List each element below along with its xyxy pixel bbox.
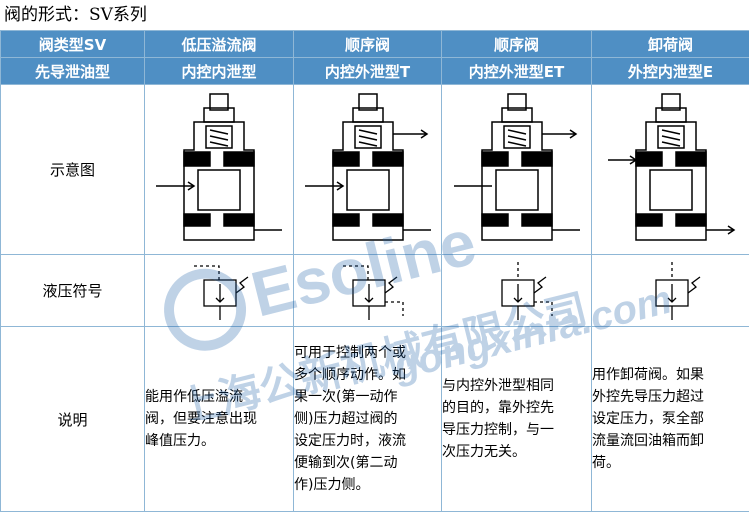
valve-section-diagram — [607, 92, 735, 241]
header-row-type: 阀类型SV 低压溢流阀 顺序阀 顺序阀 卸荷阀 — [0, 30, 749, 58]
header-cell: 顺序阀 — [293, 30, 442, 58]
header-cell: 顺序阀 — [441, 30, 592, 58]
header-cell: 阀类型SV — [0, 30, 145, 58]
row-label-diagram: 示意图 — [0, 84, 145, 255]
diagram-cell — [441, 84, 592, 255]
header-cell: 内控内泄型 — [144, 57, 294, 85]
description-cell: 能用作低压溢流 阀，但要注意出现 峰值压力。 — [144, 326, 294, 512]
header-cell: 卸荷阀 — [591, 30, 749, 58]
hydraulic-symbol — [500, 261, 553, 320]
description-cell: 与内控外泄型相同 的目的，靠外控先 导压力控制，与一 次压力无关。 — [441, 326, 592, 512]
symbol-cell — [144, 254, 294, 327]
row-label-symbol: 液压符号 — [0, 254, 145, 327]
row-label-description: 说明 — [0, 326, 145, 512]
header-cell: 内控外泄型T — [293, 57, 442, 85]
symbol-cell — [591, 254, 749, 327]
symbol-cell — [293, 254, 442, 327]
description-row: 说明 能用作低压溢流 阀，但要注意出现 峰值压力。 可用于控制两个或 多个顺序动… — [0, 326, 749, 512]
hydraulic-symbol — [654, 261, 700, 320]
diagram-row: 示意图 — [0, 84, 749, 255]
hydraulic-symbol — [194, 264, 249, 320]
header-cell: 低压溢流阀 — [144, 30, 294, 58]
valve-section-diagram — [453, 92, 580, 241]
diagram-cell — [591, 84, 749, 255]
valve-section-diagram — [156, 92, 282, 241]
valve-section-diagram — [304, 92, 431, 241]
header-cell: 内控外泄型ET — [441, 57, 592, 85]
valve-spec-table: 阀类型SV 低压溢流阀 顺序阀 顺序阀 卸荷阀 先导泄油型 内控内泄型 内控外泄… — [0, 30, 749, 512]
symbol-row: 液压符号 — [0, 254, 749, 327]
diagram-cell — [144, 84, 294, 255]
symbol-cell — [441, 254, 592, 327]
page-title: 阀的形式：SV系列 — [4, 5, 147, 25]
diagram-cell — [293, 84, 442, 255]
header-cell: 先导泄油型 — [0, 57, 145, 85]
description-cell: 可用于控制两个或 多个顺序动作。如 果一次(第一动作 侧)压力超过阀的 设定压力… — [293, 326, 442, 512]
description-cell: 用作卸荷阀。如果 外控先导压力超过 设定压力，泵全部 流量流回油箱而卸 荷。 — [591, 326, 749, 512]
hydraulic-symbol — [342, 264, 404, 320]
header-row-drain: 先导泄油型 内控内泄型 内控外泄型T 内控外泄型ET 外控内泄型E — [0, 57, 749, 85]
header-cell: 外控内泄型E — [591, 57, 749, 85]
